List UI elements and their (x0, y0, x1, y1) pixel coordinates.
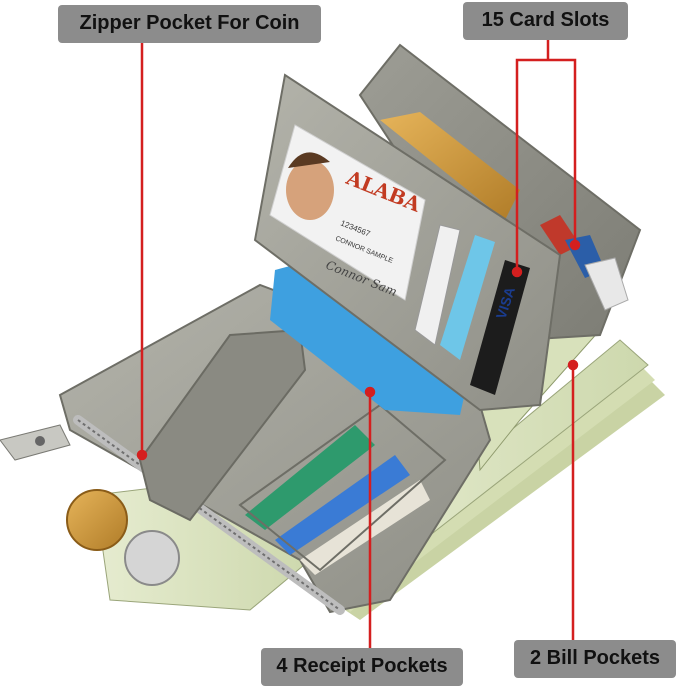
blue-card (270, 250, 470, 415)
callout-receipt-text: 4 Receipt Pockets (276, 655, 448, 677)
callout-cards-text: 15 Card Slots (481, 9, 610, 31)
id-window-flap: ALABA 1234567 CONNOR SAMPLE Connor Sam V… (253, 73, 562, 412)
pointer-lines (136, 38, 581, 650)
callout-zipper-pocket: Zipper Pocket For Coin (58, 5, 321, 43)
gold-coin (66, 489, 128, 551)
front-card-pockets (238, 403, 447, 575)
callout-card-slots: 15 Card Slots (463, 2, 628, 40)
callout-bill-pockets: 2 Bill Pockets (514, 640, 676, 678)
coins (66, 489, 180, 586)
callout-receipt-pockets: 4 Receipt Pockets (261, 648, 463, 686)
callout-zipper-text: Zipper Pocket For Coin (79, 12, 300, 34)
callout-bills-text: 2 Bill Pockets (529, 647, 661, 669)
silver-coin (124, 530, 180, 586)
